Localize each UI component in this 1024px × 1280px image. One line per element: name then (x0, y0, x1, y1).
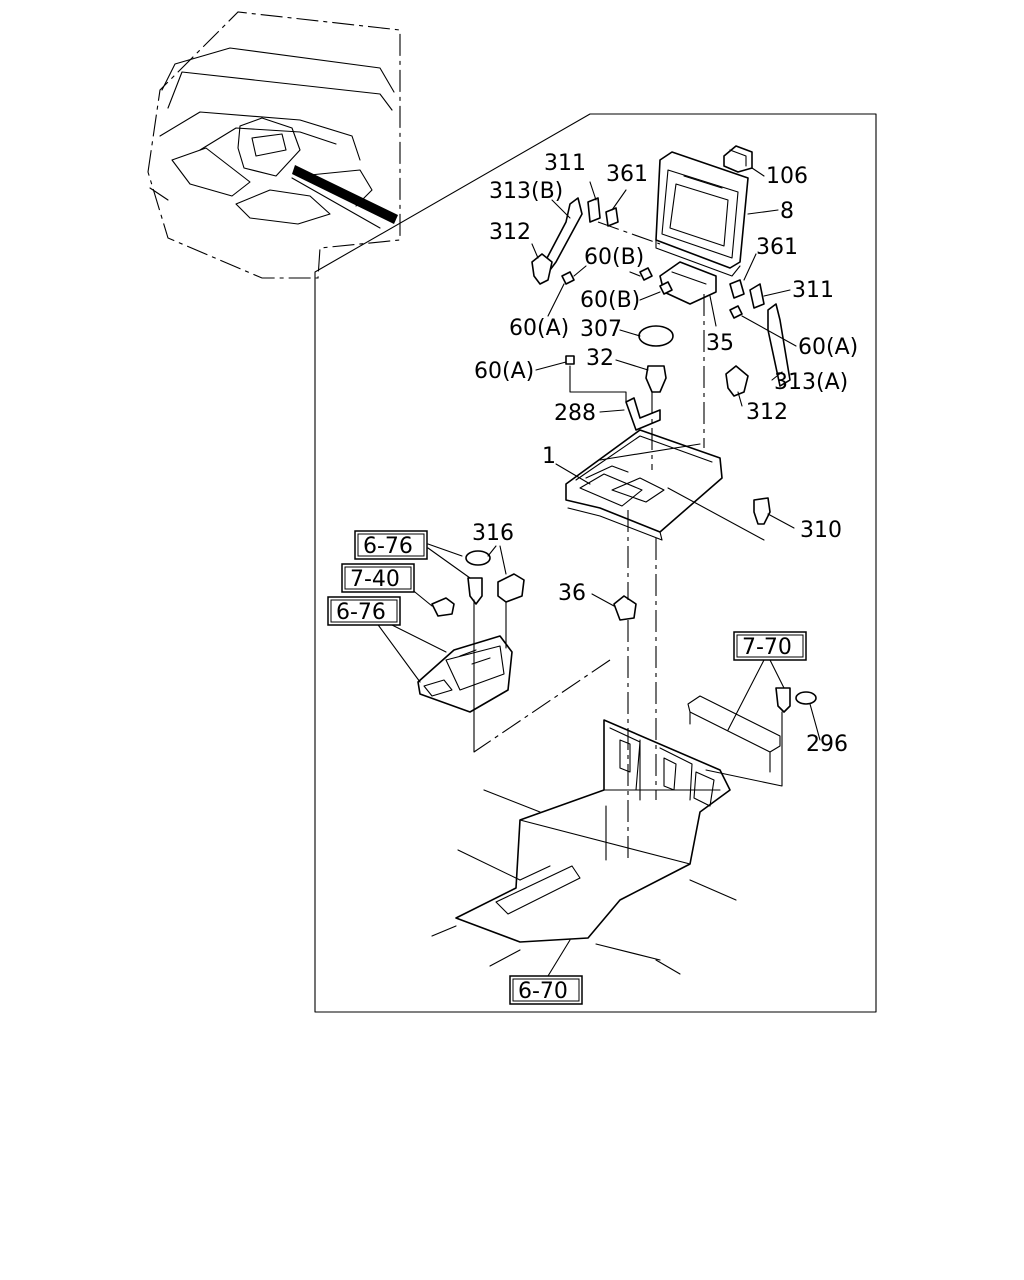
callout-36: 36 (558, 581, 586, 606)
ref-6-70: 6-70 (518, 979, 568, 1004)
ref-6-76-upper: 6-76 (363, 534, 413, 559)
part-8-panel (655, 151, 749, 277)
part-7-70-bar (687, 695, 781, 773)
part-312-hook-right (725, 365, 749, 397)
leader-lines (375, 167, 821, 977)
part-311-clip-left (587, 197, 601, 223)
callout-313a: 313(A) (774, 370, 848, 395)
callout-106: 106 (766, 164, 808, 189)
part-361-clip-right (729, 279, 745, 299)
callout-60a-left: 60(A) (509, 316, 569, 341)
part-313b-strap (545, 197, 583, 271)
part-316-cap-left (465, 550, 491, 566)
part-36-grommet (613, 595, 637, 621)
callout-60a-mid: 60(A) (474, 359, 534, 384)
callout-313b: 313(B) (489, 179, 563, 204)
part-310-pin (753, 497, 771, 525)
diagram-frame (314, 113, 877, 1013)
callout-60b-lower: 60(B) (580, 288, 640, 313)
callout-288: 288 (554, 401, 596, 426)
callout-307: 307 (580, 317, 622, 342)
part-307-cap (638, 325, 674, 347)
cab-inset-view (147, 11, 401, 279)
part-6-76-shift-base (417, 635, 513, 713)
callout-1: 1 (542, 444, 556, 469)
screws-60 (561, 267, 743, 365)
part-311-clip-right (749, 283, 765, 309)
callout-361-left: 361 (606, 162, 648, 187)
callout-312-left: 312 (489, 220, 531, 245)
callout-35: 35 (706, 331, 734, 356)
callout-labels: 106 8 311 361 313(B) 312 60(B) 60(B) 60(… (472, 151, 858, 757)
part-288-bracket (625, 397, 661, 431)
callout-316: 316 (472, 521, 514, 546)
part-361-clip-left (605, 207, 619, 227)
callout-311-right: 311 (792, 278, 834, 303)
part-32-bolt (645, 365, 667, 393)
callout-32: 32 (586, 346, 614, 371)
part-6-76-tab (431, 597, 455, 617)
callout-310: 310 (800, 518, 842, 543)
part-7-40-screw (467, 577, 483, 605)
part-312-hook-left (531, 253, 553, 285)
reference-boxes: 6-76 7-40 6-76 7-70 6-70 (327, 530, 807, 1005)
callout-311-left: 311 (544, 151, 586, 176)
callout-312-right: 312 (746, 400, 788, 425)
part-106-switch (723, 145, 753, 173)
part-7-70-bolt (775, 687, 791, 713)
part-316-socket (497, 573, 525, 603)
callout-60a-right: 60(A) (798, 335, 858, 360)
ref-7-40: 7-40 (350, 567, 400, 592)
callout-361-right: 361 (756, 235, 798, 260)
callout-296: 296 (806, 732, 848, 757)
assembly-lines (473, 221, 783, 861)
callout-8: 8 (780, 199, 794, 224)
ref-6-76-lower: 6-76 (336, 600, 386, 625)
part-296-cap (795, 691, 817, 705)
ref-7-70: 7-70 (742, 635, 792, 660)
part-1-console-box (565, 429, 723, 541)
floor-section-lines (431, 789, 737, 975)
part-6-70-floor-console (455, 719, 731, 943)
callout-60b-upper: 60(B) (584, 245, 644, 270)
